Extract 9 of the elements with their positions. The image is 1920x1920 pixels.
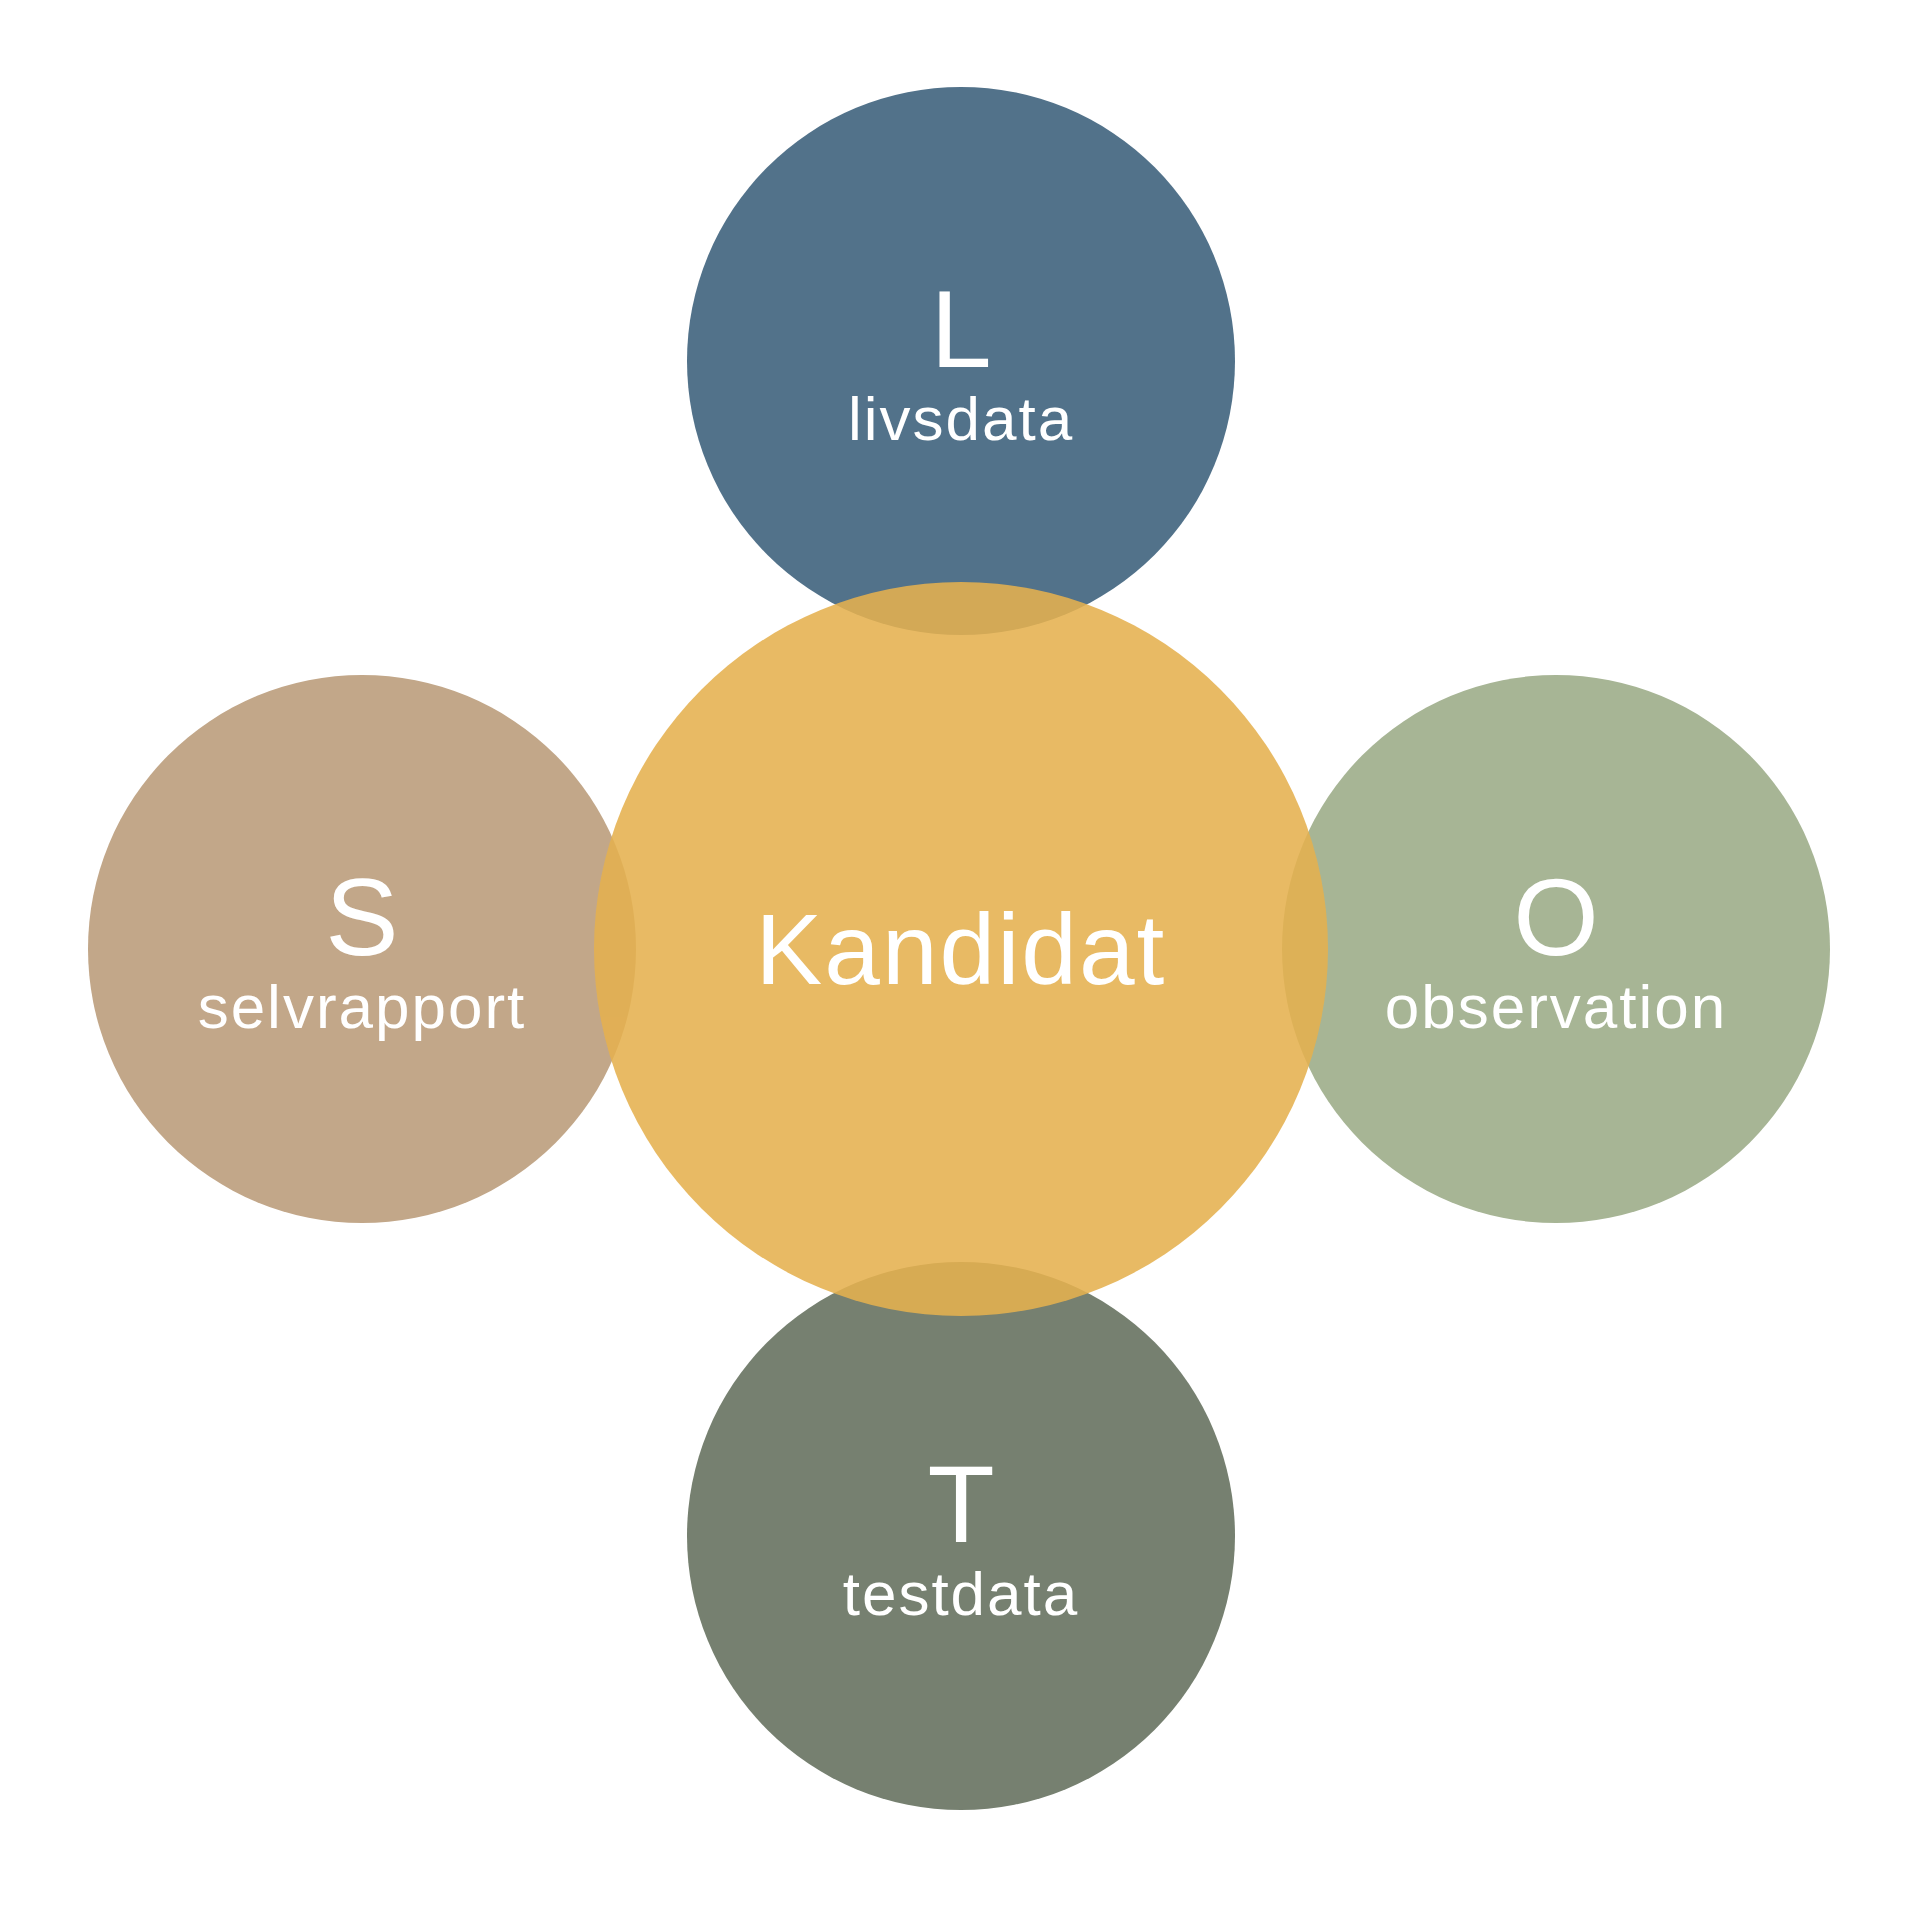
category-label: observation — [1384, 974, 1728, 1040]
category-label: testdata — [842, 1561, 1080, 1627]
category-label: selvrapport — [197, 974, 527, 1040]
category-label: livsdata — [847, 386, 1075, 452]
letter-heading: T — [927, 1445, 995, 1562]
letter-heading: S — [325, 858, 399, 975]
center-label: Kandidat — [755, 896, 1167, 1002]
letter-heading: O — [1513, 858, 1599, 975]
letter-heading: L — [930, 270, 992, 387]
